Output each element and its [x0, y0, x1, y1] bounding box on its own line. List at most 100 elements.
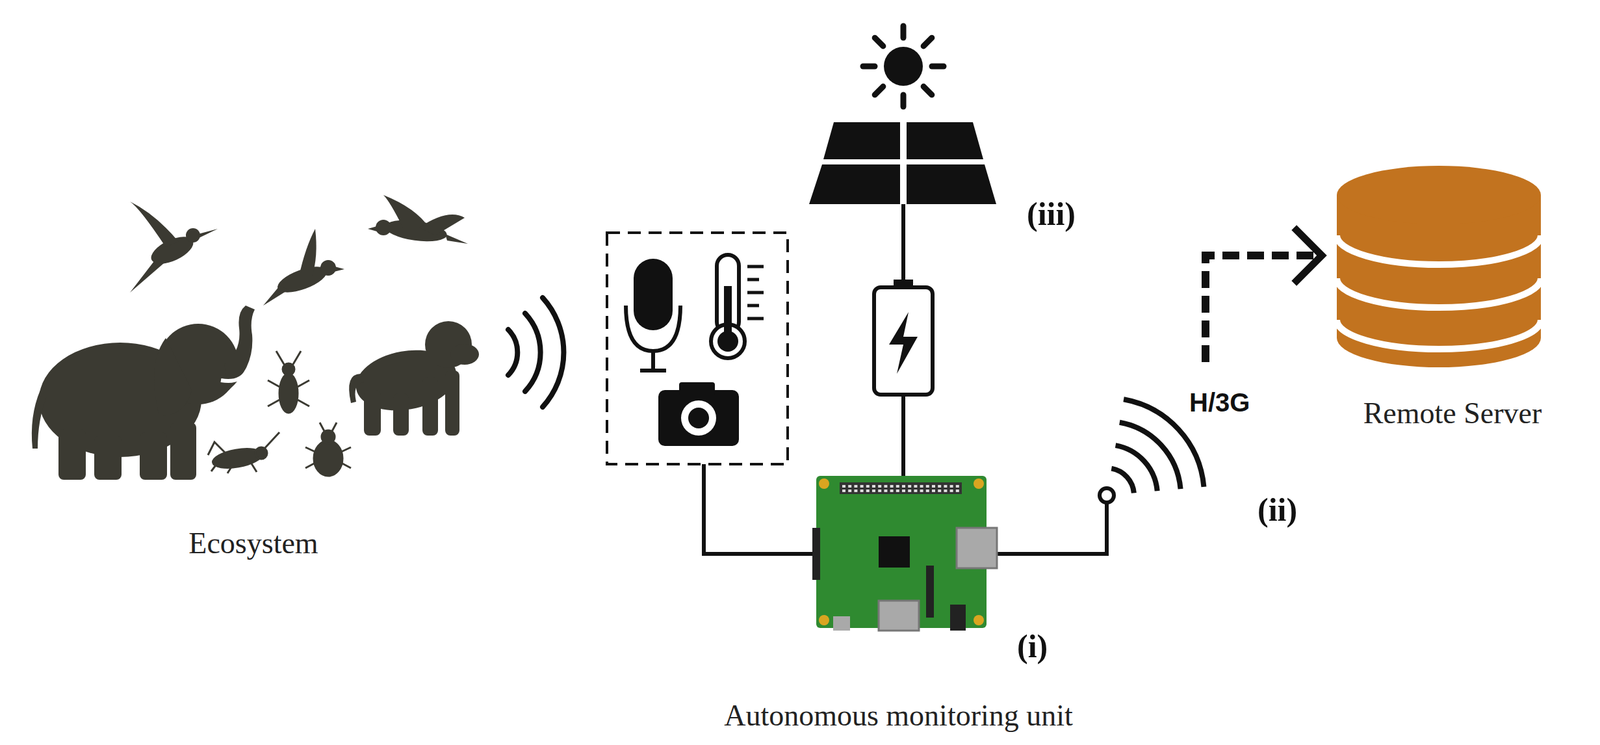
raspberry-pi-board: [860, 484, 864, 488]
bird-silhouette: [320, 259, 336, 276]
raspberry-pi-board: [812, 475, 997, 631]
raspberry-pi-board: [877, 489, 882, 492]
hummingbird-silhouette: [129, 201, 218, 293]
bird-silhouette: [375, 219, 392, 236]
raspberry-pi-board: [883, 484, 888, 488]
raspberry-pi-board: [853, 484, 858, 488]
bird-silhouette: [263, 285, 290, 306]
sun-icon: [874, 37, 884, 47]
thermometer-icon: [723, 285, 732, 342]
bird-silhouette: [367, 226, 377, 232]
elephant-silhouette: [94, 435, 122, 480]
raspberry-pi-board: [839, 482, 962, 494]
bird-silhouette: [445, 233, 468, 244]
sun-icon: [923, 86, 932, 95]
sun-icon: [900, 94, 907, 107]
hummingbird-silhouette: [129, 258, 164, 293]
raspberry-pi-board: [950, 484, 954, 488]
sun-icon: [874, 86, 884, 95]
solar-panel: [823, 122, 901, 160]
raspberry-pi-board: [950, 489, 954, 492]
antenna-icon: [1119, 422, 1181, 489]
raspberry-pi-board: [860, 489, 864, 492]
raspberry-pi-board: [883, 489, 888, 492]
database-cylinder: [1336, 165, 1541, 225]
raspberry-pi-board: [833, 616, 851, 631]
raspberry-pi-board: [931, 484, 936, 488]
cricket-silhouette: [207, 432, 280, 474]
raspberry-pi-board: [943, 489, 947, 492]
battery-icon: [889, 311, 918, 374]
callout-number: (i): [1017, 627, 1048, 665]
cricket-silhouette: [207, 432, 280, 474]
raspberry-pi-board: [818, 614, 830, 626]
sun-icon: [883, 46, 923, 86]
camera-icon: [679, 382, 715, 396]
raspberry-pi-board: [902, 489, 906, 492]
elephant-silhouette: [170, 422, 197, 480]
raspberry-pi-board: [937, 484, 942, 488]
raspberry-pi-board: [920, 489, 924, 492]
raspberry-pi-board: [956, 527, 997, 568]
raspberry-pi-board: [955, 484, 960, 488]
hummingbird-silhouette: [185, 228, 201, 243]
thermometer-icon: [747, 266, 764, 319]
sun-icon: [931, 63, 944, 70]
raspberry-pi-board: [877, 484, 882, 488]
node-label: Autonomous monitoring unit: [591, 697, 1206, 733]
baboon-silhouette: [348, 321, 479, 436]
beetle-silhouette: [313, 440, 343, 476]
wire: [703, 464, 817, 554]
ecosystem-group: Ecosystem: [19, 188, 488, 566]
thermometer-icon: [710, 254, 764, 359]
microphone-icon: [625, 305, 681, 351]
battery-icon: [874, 287, 933, 395]
cricket-silhouette: [211, 445, 263, 472]
battery-icon: [874, 279, 933, 395]
sun-icon: [900, 25, 907, 38]
baboon-silhouette: [363, 389, 381, 436]
raspberry-pi-board: [866, 484, 870, 488]
raspberry-pi-board: [853, 489, 858, 492]
sound-waves: [542, 297, 564, 407]
camera-icon: [658, 382, 739, 446]
network-link: [1205, 230, 1322, 362]
raspberry-pi-board: [848, 489, 852, 492]
solar-panel: [906, 122, 984, 160]
raspberry-pi-board: [920, 484, 924, 488]
bird-silhouette: [367, 194, 468, 246]
camera-icon: [658, 389, 739, 446]
solar-panel: [906, 164, 997, 205]
baboon-silhouette: [422, 376, 439, 436]
raspberry-pi-board: [926, 565, 934, 618]
raspberry-pi-board: [842, 484, 960, 492]
microphone-icon: [633, 258, 673, 331]
elephant-silhouette: [58, 428, 86, 480]
raspberry-pi-board: [812, 527, 821, 580]
raspberry-pi-board: [890, 489, 894, 492]
raspberry-pi-board: [913, 484, 917, 488]
raspberry-pi-board: [842, 484, 846, 488]
node-label: Remote Server: [1325, 395, 1580, 431]
baboon-silhouette: [450, 343, 479, 365]
hummingbird-silhouette: [129, 201, 179, 247]
raspberry-pi-board: [907, 489, 912, 492]
microphone-icon: [625, 258, 681, 371]
sun-icon: [923, 37, 932, 47]
bug-silhouette: [267, 350, 310, 407]
wire: [901, 395, 906, 476]
raspberry-pi-board: [896, 484, 900, 488]
cricket-silhouette: [255, 447, 268, 459]
raspberry-pi-board: [973, 614, 984, 626]
raspberry-pi-board: [872, 484, 876, 488]
raspberry-pi-board: [890, 484, 894, 488]
wire: [901, 204, 906, 286]
beetle-silhouette: [305, 422, 351, 468]
camera-icon: [681, 400, 717, 436]
raspberry-pi-board: [950, 604, 966, 631]
elephant-silhouette: [154, 337, 192, 416]
raspberry-pi-board: [931, 489, 936, 492]
raspberry-pi-board: [866, 489, 870, 492]
